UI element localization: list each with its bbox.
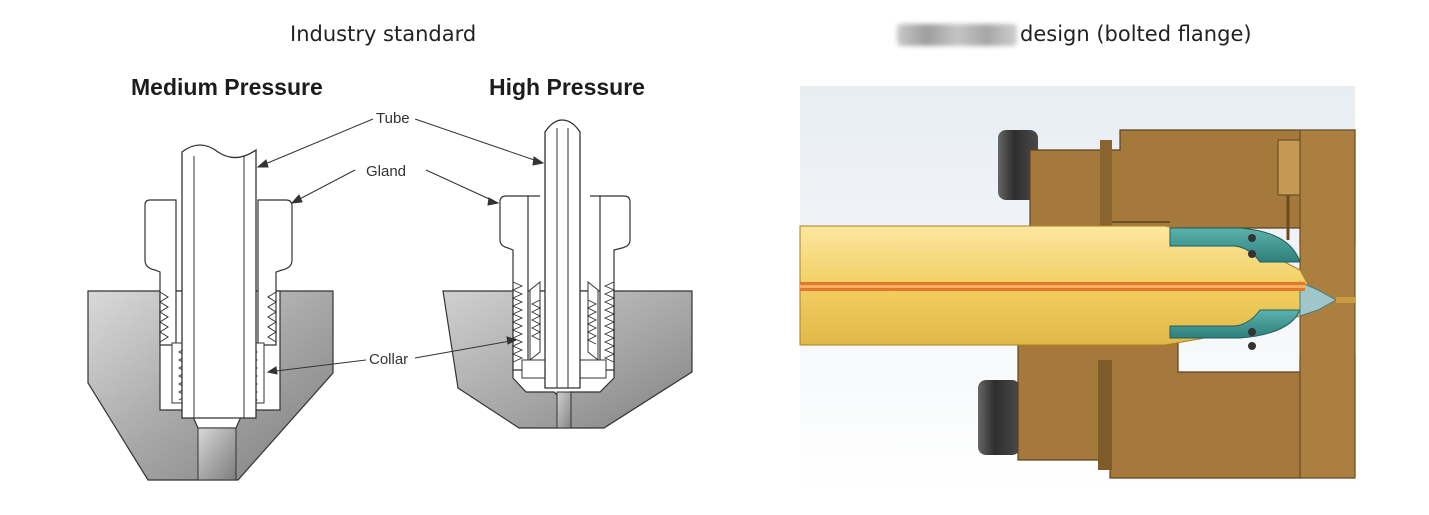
bolted-flange-render	[799, 86, 1356, 496]
cone-tip	[1299, 281, 1338, 317]
hp-gland	[499, 195, 631, 371]
hp-gland-threads	[511, 281, 616, 363]
callouts	[256, 118, 545, 375]
mp-tube	[181, 144, 257, 419]
hp-collar	[529, 280, 599, 362]
mp-cone	[197, 427, 237, 481]
high-pressure-fitting	[442, 119, 693, 429]
upper-seal	[1169, 227, 1301, 263]
caption-industry-standard: Industry standard	[290, 22, 477, 46]
label-tube: Tube	[376, 110, 410, 127]
caption-bolted-flange-design: design (bolted flange)	[1020, 22, 1252, 46]
upper-bolt	[998, 130, 1038, 200]
high-pressure-title: High Pressure	[489, 74, 645, 100]
hp-collar-threads	[530, 299, 598, 345]
hp-tube	[544, 119, 581, 389]
mp-gland	[144, 199, 293, 346]
lower-bolt	[978, 380, 1020, 455]
redacted-brand-name	[897, 24, 1017, 46]
hp-cone	[556, 391, 572, 429]
mp-gland-threads-right	[267, 291, 277, 343]
medium-pressure-fitting	[87, 144, 334, 481]
vent-hole	[1277, 139, 1301, 196]
lower-seal	[1169, 309, 1301, 339]
mp-gland-threads-left	[159, 291, 169, 343]
medium-pressure-title: Medium Pressure	[131, 74, 323, 100]
label-gland: Gland	[366, 163, 406, 180]
label-collar: Collar	[369, 351, 408, 368]
